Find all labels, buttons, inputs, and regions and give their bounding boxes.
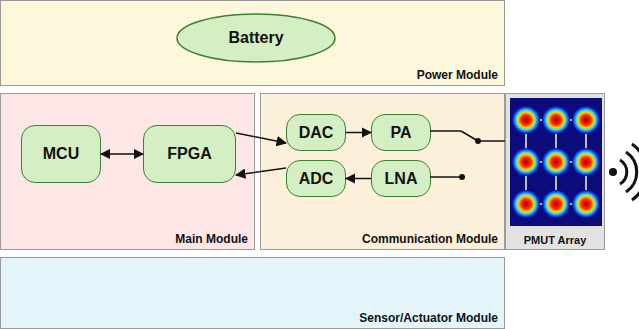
array-label: PMUT Array bbox=[506, 234, 604, 246]
mcu-box: MCU bbox=[21, 125, 101, 183]
module-label: Power Module bbox=[417, 68, 498, 82]
arrow-connector bbox=[236, 168, 286, 175]
power-module: Power Module Battery bbox=[0, 0, 505, 86]
fpga-box: FPGA bbox=[143, 125, 236, 183]
box-label: FPGA bbox=[167, 145, 211, 163]
battery-ellipse: Battery bbox=[176, 13, 336, 63]
module-label: Main Module bbox=[175, 232, 248, 246]
arrow-connector bbox=[101, 153, 143, 155]
pmut-illustration bbox=[510, 98, 602, 226]
arrow-connector bbox=[236, 133, 286, 143]
box-label: DAC bbox=[299, 124, 334, 142]
box-label: MCU bbox=[43, 145, 79, 163]
pa-box: PA bbox=[371, 114, 431, 151]
arrow-connector bbox=[346, 178, 371, 180]
box-label: ADC bbox=[299, 170, 334, 188]
lna-box: LNA bbox=[371, 160, 431, 197]
adc-box: ADC bbox=[286, 160, 346, 197]
sound-waves bbox=[609, 144, 639, 200]
box-label: LNA bbox=[385, 170, 418, 188]
module-label: Sensor/Actuator Module bbox=[359, 311, 498, 325]
box-label: PA bbox=[390, 124, 411, 142]
arrow-connector bbox=[346, 132, 371, 134]
sensor-actuator-module: Sensor/Actuator Module bbox=[0, 257, 505, 329]
pmut-array: PMUT Array bbox=[505, 93, 605, 250]
communication-module: Communication Module DAC PA ADC LNA bbox=[260, 93, 505, 250]
box-label: Battery bbox=[228, 29, 283, 47]
dac-box: DAC bbox=[286, 114, 346, 151]
main-module: Main Module MCU FPGA bbox=[0, 93, 255, 250]
module-label: Communication Module bbox=[362, 232, 498, 246]
